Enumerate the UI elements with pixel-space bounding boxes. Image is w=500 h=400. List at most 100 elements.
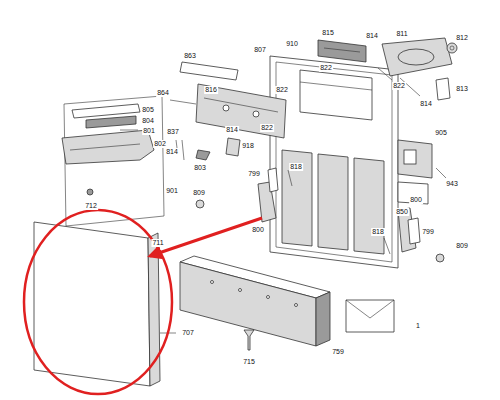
instruction-envelope	[346, 300, 394, 332]
callout-number: 814	[365, 32, 379, 40]
callout-number: 799	[421, 228, 435, 236]
callout-number: 822	[275, 86, 289, 94]
dispenser	[436, 168, 446, 178]
hinges	[288, 170, 292, 186]
inner-door	[300, 70, 372, 120]
highlight	[24, 210, 262, 394]
callout-number: 807	[253, 46, 267, 54]
callout-number: 918	[241, 142, 255, 150]
callout-number: 910	[285, 40, 299, 48]
dispenser	[398, 182, 428, 204]
hinges	[436, 254, 444, 262]
callout-number: 802	[153, 140, 167, 148]
callout-number: 814	[165, 148, 179, 156]
inner-door	[318, 154, 348, 250]
control-parts	[324, 48, 360, 52]
highlight	[24, 210, 172, 394]
vent-bracket	[182, 140, 184, 160]
instruction-envelope	[346, 300, 394, 332]
callout-number: 800	[409, 196, 423, 204]
callout-number: 759	[331, 348, 345, 356]
callout-number: 799	[247, 170, 261, 178]
callout-number: 814	[419, 100, 433, 108]
toe-kick	[316, 292, 330, 346]
callout-number: 816	[204, 86, 218, 94]
console-panel	[86, 116, 136, 128]
control-parts	[447, 43, 457, 53]
callout-number: 712	[84, 202, 98, 210]
hinges	[408, 218, 420, 244]
callout-number: 815	[321, 29, 335, 37]
vent-bracket	[180, 62, 238, 80]
callout-number: 801	[142, 127, 156, 135]
highlight	[150, 218, 262, 256]
callout-number: 818	[371, 228, 385, 236]
control-parts	[318, 40, 366, 62]
inner-door	[354, 158, 384, 254]
inner-door	[300, 82, 372, 90]
vent-bracket	[226, 138, 240, 156]
callout-number: 803	[193, 164, 207, 172]
console-panel	[70, 144, 140, 150]
dispenser	[404, 150, 416, 164]
callout-number: 707	[181, 329, 195, 337]
inner-door	[282, 150, 312, 246]
control-parts	[382, 38, 452, 76]
console-panel	[62, 130, 154, 164]
inner-door	[270, 56, 398, 268]
control-parts	[398, 49, 434, 65]
vent-bracket	[170, 100, 196, 104]
hinges	[196, 168, 444, 262]
vent-bracket	[204, 98, 278, 112]
callout-number: 805	[141, 106, 155, 114]
callout-number: 1	[415, 322, 421, 330]
instruction-envelope	[346, 300, 394, 318]
vent-bracket	[170, 62, 286, 160]
control-parts	[318, 38, 457, 100]
callout-number: 822	[319, 64, 333, 72]
console-panel	[87, 189, 93, 195]
callout-number: 809	[455, 242, 469, 250]
callout-number: 905	[434, 129, 448, 137]
toe-kick	[295, 304, 298, 307]
inner-door	[276, 62, 392, 262]
callout-number: 711	[151, 239, 164, 247]
toe-kick	[267, 296, 270, 299]
callout-number: 864	[156, 89, 170, 97]
dispenser	[398, 140, 432, 178]
callout-number: 800	[251, 226, 265, 234]
vent-bracket	[196, 150, 210, 160]
callout-number: 804	[141, 117, 155, 125]
callout-number: 814	[225, 126, 239, 134]
control-parts	[436, 78, 450, 100]
console-panel	[120, 130, 138, 131]
toe-kick	[211, 281, 214, 284]
outer-panel	[34, 222, 150, 386]
hinges	[268, 168, 278, 192]
callout-number: 809	[192, 189, 206, 197]
hinges	[384, 238, 390, 254]
toe-kick	[180, 256, 330, 350]
dispenser	[398, 140, 446, 204]
callout-number: 901	[165, 187, 179, 195]
callout-number: 863	[183, 52, 197, 60]
toe-kick	[239, 289, 242, 292]
vent-bracket	[253, 111, 259, 117]
control-parts	[450, 46, 454, 50]
vent-bracket	[196, 84, 286, 138]
callout-number: 813	[455, 85, 469, 93]
callout-number: 811	[395, 30, 408, 38]
callout-number: 837	[166, 128, 180, 136]
callout-number: 943	[445, 180, 459, 188]
callout-number: 812	[455, 34, 469, 42]
vent-bracket	[223, 105, 229, 111]
callout-number: 822	[260, 124, 274, 132]
toe-kick	[244, 330, 254, 350]
hinges	[196, 200, 204, 208]
inner-door	[270, 56, 398, 268]
callout-number: 850	[395, 208, 409, 216]
callout-number: 715	[242, 358, 256, 366]
